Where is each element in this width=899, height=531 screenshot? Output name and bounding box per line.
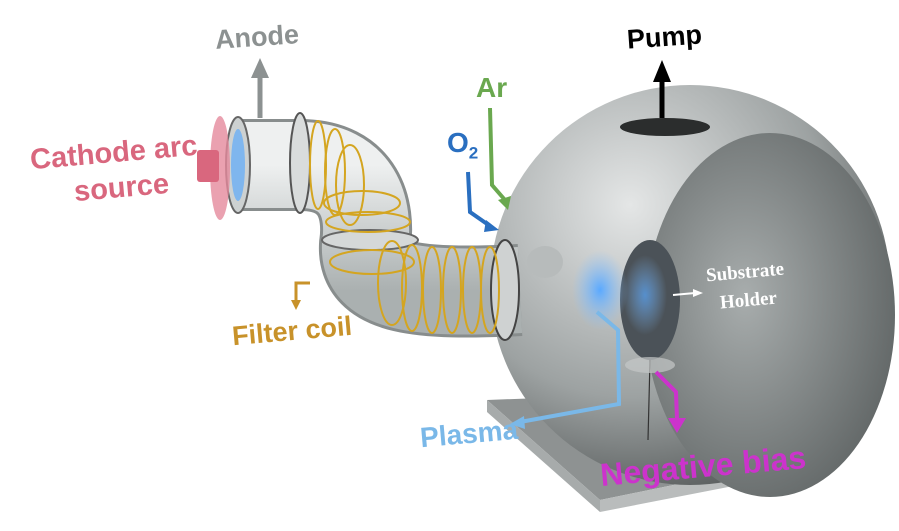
o2-main: O xyxy=(447,127,469,158)
filter-coil-arrow xyxy=(291,281,310,310)
pump-port xyxy=(620,118,710,136)
o2-subscript: 2 xyxy=(468,143,479,163)
pump-label: Pump xyxy=(626,19,703,55)
o2-label: O2 xyxy=(447,127,478,164)
vacuum-chamber xyxy=(490,85,895,497)
ar-inlet-arrow xyxy=(488,107,511,210)
negative-bias-arrow xyxy=(654,370,686,433)
o2-inlet-arrow xyxy=(466,171,499,232)
plasma-arrow xyxy=(510,310,622,429)
filter-coil-windings xyxy=(309,120,500,334)
plasma-glow xyxy=(572,250,628,330)
anode-label: Anode xyxy=(214,19,300,55)
ar-label: Ar xyxy=(476,72,508,103)
cathode-arc-source xyxy=(197,116,230,220)
pump-arrow xyxy=(653,60,671,118)
side-port xyxy=(527,246,563,278)
filter-duct xyxy=(225,112,523,341)
substrate-arrow xyxy=(672,289,703,297)
anode-arrow xyxy=(251,58,269,118)
cutaway-opening xyxy=(645,133,895,497)
